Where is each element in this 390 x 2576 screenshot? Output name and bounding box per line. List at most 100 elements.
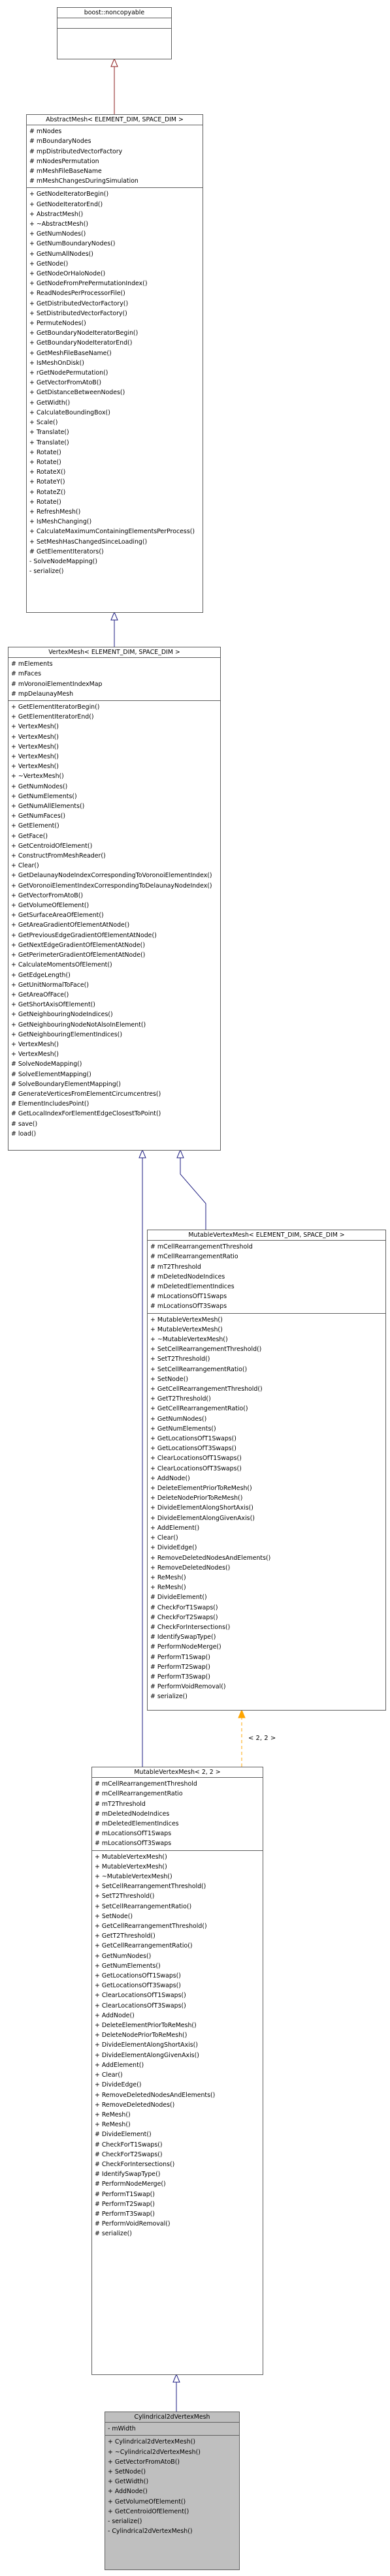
- class-method: + GetLocationsOfT1Swaps(): [95, 1972, 181, 1980]
- inheritance-line-mutable-vertex: [180, 1157, 206, 1230]
- class-method: + IsMeshOnDisk(): [29, 359, 84, 367]
- class-method: # IdentifySwapType(): [150, 1634, 216, 1641]
- class-attributes-section: # mNodes# mBoundaryNodes# mpDistributedV…: [27, 125, 203, 189]
- class-method: + GetNumNodes(): [11, 783, 68, 790]
- class-method: + GetCentroidOfElement(): [11, 842, 93, 850]
- class-method: + GetWidth(): [29, 399, 71, 407]
- class-method: + GetUnitNormalToFace(): [11, 981, 89, 989]
- class-attribute: # mLocationsOfT3Swaps: [150, 1303, 227, 1311]
- inheritance-arrowhead-vertex-a: [176, 1149, 184, 1158]
- class-attributes-section: [57, 18, 171, 29]
- class-method: # PerformNodeMerge(): [95, 2180, 166, 2188]
- class-method: + GetNeighbouringElementIndices(): [11, 1031, 122, 1038]
- class-box-cylindrical2d-vertex-mesh: Cylindrical2dVertexMesh- mWidth+ Cylindr…: [105, 2412, 240, 2570]
- class-method: + Rotate(): [29, 458, 61, 466]
- class-method: + RotateZ(): [29, 488, 66, 496]
- class-methods-section: + MutableVertexMesh()+ MutableVertexMesh…: [92, 1851, 263, 2241]
- class-methods-section: + MutableVertexMesh()+ MutableVertexMesh…: [148, 1314, 385, 1703]
- class-method: # ElementIncludesPoint(): [11, 1100, 89, 1108]
- class-method: + GetVectorFromAtoB(): [29, 379, 102, 387]
- class-method: + SetMeshHasChangedSinceLoading(): [29, 538, 148, 546]
- class-method: + GetDelaunayNodeIndexCorrespondingToVor…: [11, 872, 212, 880]
- class-methods-section: + GetNodeIteratorBegin()+ GetNodeIterato…: [27, 188, 203, 578]
- class-attribute: # mpDelaunayMesh: [11, 690, 74, 698]
- class-method: + ReMesh(): [150, 1574, 186, 1581]
- class-method: # CheckForT1Swaps(): [150, 1604, 218, 1611]
- inheritance-arrowhead-abstract: [110, 611, 118, 621]
- class-method: + GetNodeFromPrePermutationIndex(): [29, 280, 148, 288]
- class-method: + GetElementIteratorEnd(): [11, 713, 94, 721]
- class-method: + CalculateBoundingBox(): [29, 409, 110, 416]
- class-method: + SetT2Threshold(): [95, 1893, 155, 1901]
- class-method: + GetCellRearrangementThreshold(): [95, 1923, 207, 1931]
- class-method: + IsMeshChanging(): [29, 518, 92, 526]
- class-method: # PerformNodeMerge(): [150, 1643, 221, 1651]
- class-method: + GetVectorFromAtoB(): [11, 892, 84, 899]
- class-method: # save(): [11, 1120, 38, 1128]
- private-inheritance-arrowhead: [110, 57, 118, 67]
- class-method: + ClearLocationsOfT1Swaps(): [95, 1992, 186, 2000]
- class-method: # PerformT1Swap(): [150, 1653, 210, 1661]
- class-method: # serialize(): [95, 2230, 132, 2238]
- class-method: + SetCellRearrangementRatio(): [95, 1902, 192, 1910]
- class-method: # CheckForIntersections(): [95, 2160, 175, 2168]
- class-method: # PerformVoidRemoval(): [95, 2220, 171, 2228]
- class-attribute: # mCellRearrangementThreshold: [150, 1243, 253, 1251]
- class-method: + GetShortAxisOfElement(): [11, 1001, 95, 1009]
- class-title: MutableVertexMesh< 2, 2 >: [92, 1767, 263, 1778]
- class-method: + GetAreaOfFace(): [11, 991, 69, 999]
- class-method: + Scale(): [29, 419, 58, 427]
- class-attribute: # mDeletedNodeIndices: [150, 1273, 225, 1280]
- class-method: + RemoveDeletedNodes(): [95, 2101, 175, 2109]
- class-method: + DivideElementAlongShortAxis(): [150, 1504, 253, 1512]
- class-method: + GetWidth(): [108, 2478, 149, 2486]
- class-attribute: # mCellRearrangementRatio: [150, 1253, 238, 1261]
- class-method: - serialize(): [29, 568, 64, 576]
- class-box-vertex-mesh: VertexMesh< ELEMENT_DIM, SPACE_DIM ># mE…: [8, 647, 221, 1151]
- class-attributes-section: # mElements# mFaces# mVoronoiElementInde…: [8, 658, 220, 702]
- class-method: # DivideElement(): [150, 1594, 207, 1602]
- class-method: # PerformT3Swap(): [150, 1673, 210, 1681]
- class-method: + ReMesh(): [95, 2111, 131, 2118]
- class-method: + RemoveDeletedNodes(): [150, 1564, 231, 1572]
- class-method: + GetNumAllElements(): [11, 803, 85, 811]
- class-method: + GetNumElements(): [150, 1425, 216, 1433]
- class-method: + AddNode(): [108, 2488, 148, 2496]
- class-method: # PerformT3Swap(): [95, 2210, 155, 2218]
- class-method: + VertexMesh(): [11, 743, 59, 751]
- class-method: # IdentifySwapType(): [95, 2171, 161, 2179]
- class-attribute: # mElements: [11, 660, 53, 668]
- class-method: + SetCellRearrangementThreshold(): [150, 1346, 262, 1354]
- class-attribute: # mLocationsOfT3Swaps: [95, 1840, 172, 1848]
- class-attribute: # mDeletedElementIndices: [95, 1820, 179, 1828]
- class-method: + GetBoundaryNodeIteratorBegin(): [29, 330, 138, 337]
- class-method: # CheckForT2Swaps(): [150, 1613, 218, 1621]
- class-method: + GetNeighbouringNodeIndices(): [11, 1011, 113, 1019]
- class-method: + SetCellRearrangementRatio(): [150, 1365, 248, 1373]
- class-title: MutableVertexMesh< ELEMENT_DIM, SPACE_DI…: [148, 1230, 385, 1241]
- class-method: + GetCentroidOfElement(): [108, 2507, 189, 2515]
- class-method: + GetNodeIteratorBegin(): [29, 191, 109, 198]
- class-method: + DeleteNodePriorToReMesh(): [150, 1495, 243, 1502]
- class-attribute: # mT2Threshold: [150, 1263, 201, 1271]
- class-method: + SetCellRearrangementThreshold(): [95, 1883, 206, 1891]
- class-method: + GetNumFaces(): [11, 813, 66, 820]
- class-attribute: # mNodes: [29, 128, 62, 136]
- class-method: + ~Cylindrical2dVertexMesh(): [108, 2448, 201, 2456]
- class-method: # GetElementIterators(): [29, 548, 104, 555]
- class-method: - SolveNodeMapping(): [29, 557, 97, 565]
- class-method: + GetNumElements(): [11, 792, 77, 800]
- class-method: # SolveNodeMapping(): [11, 1061, 82, 1068]
- class-method: + Cylindrical2dVertexMesh(): [108, 2438, 196, 2446]
- class-method: + SetT2Threshold(): [150, 1356, 210, 1363]
- class-method: + ~MutableVertexMesh(): [150, 1336, 228, 1344]
- class-method: # GetLocalIndexForElementEdgeClosestToPo…: [11, 1110, 161, 1118]
- class-method: + Clear(): [11, 862, 39, 870]
- class-method: + GetPreviousEdgeGradientOfElementAtNode…: [11, 931, 157, 939]
- class-method: + MutableVertexMesh(): [150, 1326, 223, 1333]
- class-method: + GetDistributedVectorFactory(): [29, 300, 129, 307]
- class-method: + GetEdgeLength(): [11, 971, 71, 979]
- class-method: + Rotate(): [29, 448, 61, 456]
- class-method: + GetNode(): [29, 260, 69, 268]
